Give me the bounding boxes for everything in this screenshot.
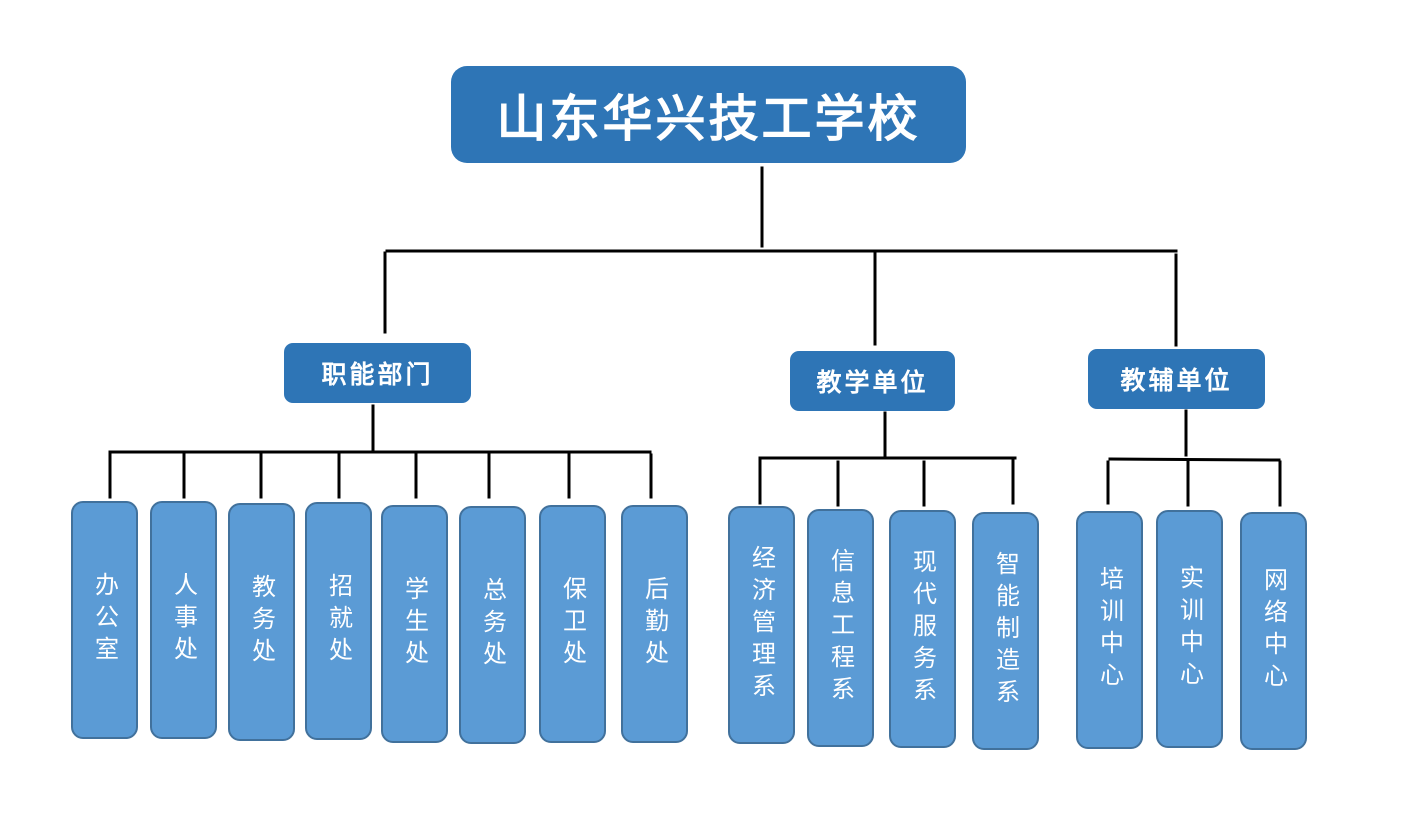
unit-node: 办公室 xyxy=(71,501,138,739)
unit-node: 培训中心 xyxy=(1076,511,1143,749)
unit-node: 招就处 xyxy=(305,502,372,740)
category-node-functional-departments: 职能部门 xyxy=(284,343,471,403)
unit-node: 人事处 xyxy=(150,501,217,739)
root-node-school-name: 山东华兴技工学校 xyxy=(451,66,966,163)
unit-node: 保卫处 xyxy=(539,505,606,743)
unit-node: 网络中心 xyxy=(1240,512,1307,750)
unit-node: 学生处 xyxy=(381,505,448,743)
category-node-teaching-support-units: 教辅单位 xyxy=(1088,349,1265,409)
unit-node: 后勤处 xyxy=(621,505,688,743)
unit-node: 总务处 xyxy=(459,506,526,744)
unit-node: 教务处 xyxy=(228,503,295,741)
unit-node: 实训中心 xyxy=(1156,510,1223,748)
unit-node: 现代服务系 xyxy=(889,510,956,748)
unit-node: 智能制造系 xyxy=(972,512,1039,750)
unit-node: 信息工程系 xyxy=(807,509,874,747)
category-node-teaching-units: 教学单位 xyxy=(790,351,955,411)
unit-node: 经济管理系 xyxy=(728,506,795,744)
